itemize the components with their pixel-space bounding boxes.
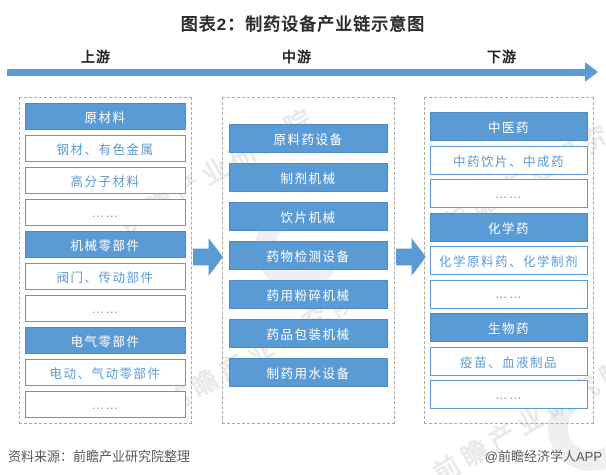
upstream-item-box: ……	[25, 199, 186, 226]
midstream-equipment-box: 饮片机械	[229, 202, 388, 231]
upstream-column: 原材料 钢材、有色金属 高分子材料 …… 机械零部件 阀门、传动部件 …… 电气…	[19, 97, 192, 424]
figure-title: 图表2：制药设备产业链示意图	[180, 15, 426, 34]
credit-note: @前瞻经济学人APP	[484, 449, 602, 464]
stage-label-downstream: 下游	[487, 49, 517, 65]
midstream-equipment-box: 药品包装机械	[229, 319, 388, 348]
upstream-category-box: 机械零部件	[25, 231, 186, 258]
midstream-column: 原料药设备 制剂机械 饮片机械 药物检测设备 药用粉碎机械 药品包装机械 制药用…	[222, 97, 395, 424]
midstream-equipment-box: 制剂机械	[229, 163, 388, 192]
upstream-item-box: 电动、气动零部件	[25, 359, 186, 386]
downstream-category-box: 中医药	[430, 112, 588, 141]
downstream-item-box: 疫苗、血液制品	[430, 346, 588, 376]
upstream-item-box: 高分子材料	[25, 167, 186, 194]
flow-arrow-bar	[7, 69, 585, 76]
stage-label-upstream: 上游	[81, 49, 111, 65]
midstream-equipment-box: 药用粉碎机械	[229, 280, 388, 309]
upstream-item-box: 阀门、传动部件	[25, 263, 186, 290]
upstream-item-box: ……	[25, 391, 186, 418]
downstream-item-box: ……	[430, 179, 588, 208]
downstream-category-box: 化学药	[430, 212, 588, 242]
downstream-item-box: 中药饮片、中成药	[430, 145, 588, 175]
downstream-category-box: 生物药	[430, 313, 588, 342]
source-note: 资料来源：前瞻产业研究院整理	[8, 449, 191, 464]
midstream-equipment-box: 药物检测设备	[229, 241, 388, 270]
stage-label-midstream: 中游	[282, 49, 312, 65]
upstream-item-box: 钢材、有色金属	[25, 135, 186, 162]
upstream-category-box: 电气零部件	[25, 327, 186, 354]
flow-arrow-head-icon	[585, 62, 598, 82]
midstream-equipment-box: 原料药设备	[229, 124, 388, 153]
arrow-midstream-to-downstream-icon	[396, 238, 426, 276]
arrow-upstream-to-midstream-icon	[193, 238, 223, 276]
downstream-item-box: ……	[430, 279, 588, 309]
downstream-item-box: 化学原料药、化学制剂	[430, 246, 588, 275]
upstream-item-box: ……	[25, 295, 186, 322]
downstream-column: 中医药 中药饮片、中成药 …… 化学药 化学原料药、化学制剂 …… 生物药 疫苗…	[424, 97, 594, 424]
downstream-item-box: ……	[430, 380, 588, 409]
upstream-category-box: 原材料	[25, 103, 186, 130]
midstream-equipment-box: 制药用水设备	[229, 358, 388, 387]
